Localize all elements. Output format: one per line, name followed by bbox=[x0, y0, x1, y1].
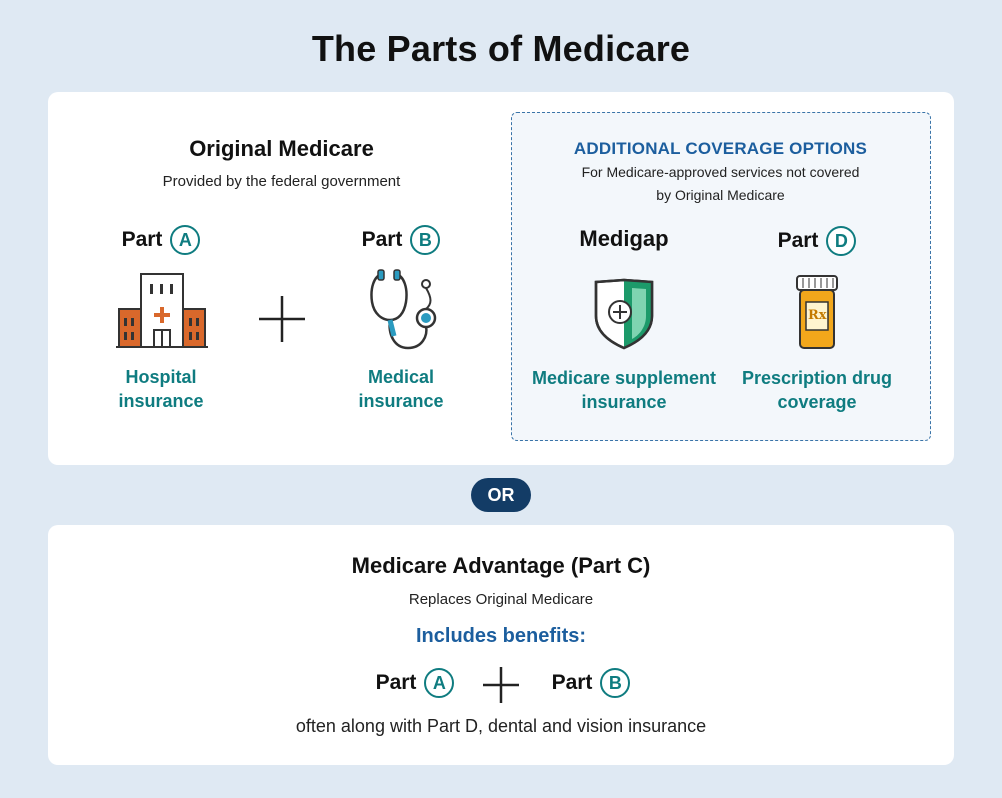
medicare-supplement-label: Medicare supplement insurance bbox=[531, 368, 717, 412]
page-title: The Parts of Medicare bbox=[311, 28, 691, 69]
part-word: Part bbox=[121, 228, 163, 251]
part-word: Part bbox=[375, 671, 417, 694]
medigap-title: Medigap bbox=[579, 226, 669, 251]
or-badge: OR bbox=[471, 478, 531, 512]
shield-plus-icon bbox=[592, 276, 656, 350]
advantage-part-a-label: Part A bbox=[360, 668, 470, 698]
part-d-label: Part D bbox=[752, 226, 882, 256]
part-a-label: Part A bbox=[96, 225, 226, 255]
plus-icon bbox=[258, 295, 306, 343]
part-word: Part bbox=[551, 671, 593, 694]
advantage-footnote: often along with Part D, dental and visi… bbox=[295, 716, 707, 736]
part-d-badge: D bbox=[826, 226, 857, 256]
coverage-card: Original Medicare Provided by the federa… bbox=[48, 92, 954, 465]
hospital-icon bbox=[116, 272, 208, 350]
rx-symbol: Rx bbox=[808, 308, 827, 323]
prescription-drug-label: Prescription drug coverage bbox=[741, 368, 893, 412]
medicare-advantage-subtitle: Replaces Original Medicare bbox=[408, 591, 594, 608]
pill-bottle-icon bbox=[795, 274, 839, 350]
part-b-badge: B bbox=[410, 225, 441, 255]
medical-insurance-label: Medical insurance bbox=[358, 367, 444, 411]
plus-icon bbox=[482, 666, 520, 704]
original-medicare-title: Original Medicare bbox=[189, 136, 374, 161]
includes-benefits-heading: Includes benefits: bbox=[415, 625, 587, 647]
additional-coverage-description: For Medicare-approved services not cover… bbox=[581, 164, 860, 203]
advantage-part-a-badge: A bbox=[424, 668, 455, 698]
part-b-label: Part B bbox=[336, 225, 466, 255]
original-medicare-subtitle: Provided by the federal government bbox=[162, 173, 401, 190]
additional-coverage-heading: ADDITIONAL COVERAGE OPTIONS bbox=[573, 139, 868, 158]
stethoscope-icon bbox=[364, 268, 444, 354]
additional-coverage-box: ADDITIONAL COVERAGE OPTIONS For Medicare… bbox=[511, 112, 931, 441]
hospital-insurance-label: Hospital insurance bbox=[118, 367, 204, 411]
advantage-part-b-label: Part B bbox=[536, 668, 646, 698]
medicare-advantage-title: Medicare Advantage (Part C) bbox=[351, 553, 651, 578]
advantage-part-b-badge: B bbox=[600, 668, 631, 698]
part-a-badge: A bbox=[170, 225, 201, 255]
part-word: Part bbox=[777, 229, 819, 252]
medicare-advantage-card: Medicare Advantage (Part C) Replaces Ori… bbox=[48, 525, 954, 765]
part-word: Part bbox=[361, 228, 403, 251]
